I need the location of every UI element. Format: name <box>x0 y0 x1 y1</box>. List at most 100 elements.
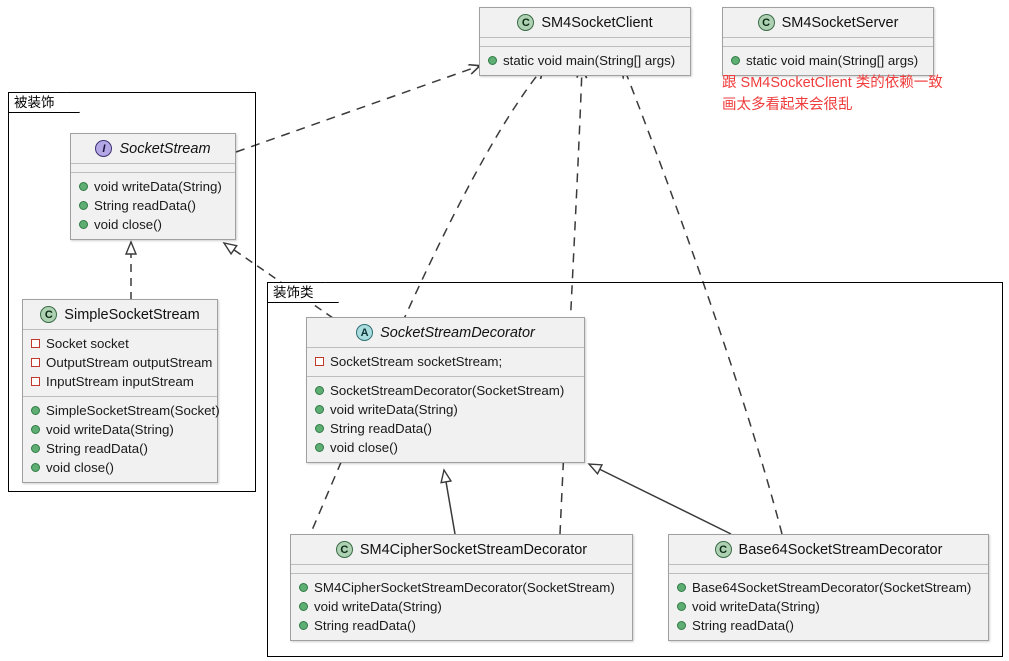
public-visibility-icon <box>31 444 40 453</box>
server-note-line-2: 画太多看起来会很乱 <box>722 97 853 113</box>
public-visibility-icon <box>299 583 308 592</box>
class-header-simplesocketstream: C SimpleSocketStream <box>23 300 217 330</box>
methods-section-sm4socketclient: static void main(String[] args) <box>480 47 690 75</box>
package-decorated-label-tab: 被装饰 <box>8 92 80 113</box>
methods-section-socketstreamdecorator: SocketStreamDecorator(SocketStream) void… <box>307 377 584 462</box>
fields-section-socketstream <box>71 164 235 173</box>
class-box-simplesocketstream[interactable]: C SimpleSocketStream Socket socket Outpu… <box>22 299 220 483</box>
abstract-class-icon: A <box>356 324 374 341</box>
member-label: SocketStreamDecorator(SocketStream) <box>330 383 565 398</box>
member-label: void writeData(String) <box>94 179 222 194</box>
member-row: String readData() <box>31 439 209 458</box>
class-box-base64socketstreamdecorator[interactable]: C Base64SocketStreamDecorator Base64Sock… <box>668 534 989 641</box>
class-header-sm4ciphersocketstreamdecorator: C SM4CipherSocketStreamDecorator <box>291 535 632 565</box>
member-row: static void main(String[] args) <box>731 51 925 70</box>
public-visibility-icon <box>731 56 740 65</box>
methods-section-sm4ciphersocketstreamdecorator: SM4CipherSocketStreamDecorator(SocketStr… <box>291 574 632 640</box>
member-row: SimpleSocketStream(Socket) <box>31 401 220 420</box>
member-row: SocketStreamDecorator(SocketStream) <box>315 381 576 400</box>
public-visibility-icon <box>79 220 88 229</box>
member-label: OutputStream outputStream <box>46 355 213 370</box>
methods-section-base64socketstreamdecorator: Base64SocketStreamDecorator(SocketStream… <box>669 574 988 640</box>
edge-socketstream-to-client <box>235 66 479 153</box>
class-name-sm4ciphersocketstreamdecorator: SM4CipherSocketStreamDecorator <box>359 541 588 558</box>
class-name-base64socketstreamdecorator: Base64SocketStreamDecorator <box>738 541 943 558</box>
member-label: static void main(String[] args) <box>746 53 919 68</box>
member-row: void close() <box>31 458 209 477</box>
class-header-socketstreamdecorator: A SocketStreamDecorator <box>307 318 584 348</box>
class-box-sm4socketclient[interactable]: C SM4SocketClient static void main(Strin… <box>479 7 691 76</box>
member-label: String readData() <box>692 618 794 633</box>
member-label: String readData() <box>94 198 196 213</box>
member-label: SimpleSocketStream(Socket) <box>46 403 220 418</box>
member-label: void writeData(String) <box>314 599 442 614</box>
member-row: void writeData(String) <box>79 177 227 196</box>
class-header-socketstream: I SocketStream <box>71 134 235 164</box>
public-visibility-icon <box>31 463 40 472</box>
member-row: void close() <box>315 438 576 457</box>
fields-section-sm4socketserver <box>723 38 933 47</box>
private-visibility-icon <box>31 339 40 348</box>
member-label: Socket socket <box>46 336 129 351</box>
member-row: SocketStream socketStream; <box>315 352 576 371</box>
member-row: OutputStream outputStream <box>31 353 213 372</box>
member-row: String readData() <box>677 616 980 635</box>
fields-section-sm4socketclient <box>480 38 690 47</box>
member-row: Base64SocketStreamDecorator(SocketStream… <box>677 578 980 597</box>
member-label: SocketStream socketStream; <box>330 354 503 369</box>
member-row: void writeData(String) <box>315 400 576 419</box>
member-row: String readData() <box>315 419 576 438</box>
class-header-sm4socketclient: C SM4SocketClient <box>480 8 690 38</box>
member-row: Socket socket <box>31 334 209 353</box>
public-visibility-icon <box>31 425 40 434</box>
member-row: String readData() <box>299 616 624 635</box>
server-note-annotation: 跟 SM4SocketClient 类的依赖一致 画太多看起来会很乱 <box>722 72 943 116</box>
package-decorators-label: 装饰类 <box>273 284 314 300</box>
member-label: void close() <box>330 440 398 455</box>
package-decorated-label: 被装饰 <box>14 94 55 110</box>
member-label: void close() <box>94 217 162 232</box>
private-visibility-icon <box>31 358 40 367</box>
interface-icon: I <box>95 140 113 157</box>
public-visibility-icon <box>677 583 686 592</box>
class-name-sm4socketserver: SM4SocketServer <box>781 14 899 31</box>
member-label: Base64SocketStreamDecorator(SocketStream… <box>692 580 972 595</box>
member-row: void writeData(String) <box>31 420 209 439</box>
public-visibility-icon <box>299 602 308 611</box>
class-icon: C <box>757 14 775 31</box>
class-icon: C <box>517 14 535 31</box>
member-label: InputStream inputStream <box>46 374 194 389</box>
public-visibility-icon <box>315 386 324 395</box>
member-label: void writeData(String) <box>692 599 820 614</box>
member-label: String readData() <box>330 421 432 436</box>
public-visibility-icon <box>315 443 324 452</box>
public-visibility-icon <box>299 621 308 630</box>
class-box-socketstream[interactable]: I SocketStream void writeData(String) St… <box>70 133 236 240</box>
public-visibility-icon <box>79 201 88 210</box>
fields-section-base64socketstreamdecorator <box>669 565 988 574</box>
class-header-sm4socketserver: C SM4SocketServer <box>723 8 933 38</box>
class-box-sm4socketserver[interactable]: C SM4SocketServer static void main(Strin… <box>722 7 934 76</box>
fields-section-sm4ciphersocketstreamdecorator <box>291 565 632 574</box>
class-box-socketstreamdecorator[interactable]: A SocketStreamDecorator SocketStream soc… <box>306 317 585 463</box>
fields-section-simplesocketstream: Socket socket OutputStream outputStream … <box>23 330 217 397</box>
member-label: String readData() <box>314 618 416 633</box>
member-label: void writeData(String) <box>330 402 458 417</box>
methods-section-sm4socketserver: static void main(String[] args) <box>723 47 933 75</box>
class-icon: C <box>335 541 353 558</box>
member-row: void writeData(String) <box>677 597 980 616</box>
member-row: static void main(String[] args) <box>488 51 682 70</box>
member-row: void close() <box>79 215 227 234</box>
package-decorators-label-tab: 装饰类 <box>267 282 339 303</box>
member-row: InputStream inputStream <box>31 372 209 391</box>
private-visibility-icon <box>315 357 324 366</box>
member-label: SM4CipherSocketStreamDecorator(SocketStr… <box>314 580 615 595</box>
class-box-sm4ciphersocketstreamdecorator[interactable]: C SM4CipherSocketStreamDecorator SM4Ciph… <box>290 534 633 641</box>
member-label: static void main(String[] args) <box>503 53 676 68</box>
class-name-socketstream: SocketStream <box>119 140 211 157</box>
private-visibility-icon <box>31 377 40 386</box>
public-visibility-icon <box>315 424 324 433</box>
class-icon: C <box>714 541 732 558</box>
class-icon: C <box>40 306 58 323</box>
class-name-simplesocketstream: SimpleSocketStream <box>64 306 200 323</box>
